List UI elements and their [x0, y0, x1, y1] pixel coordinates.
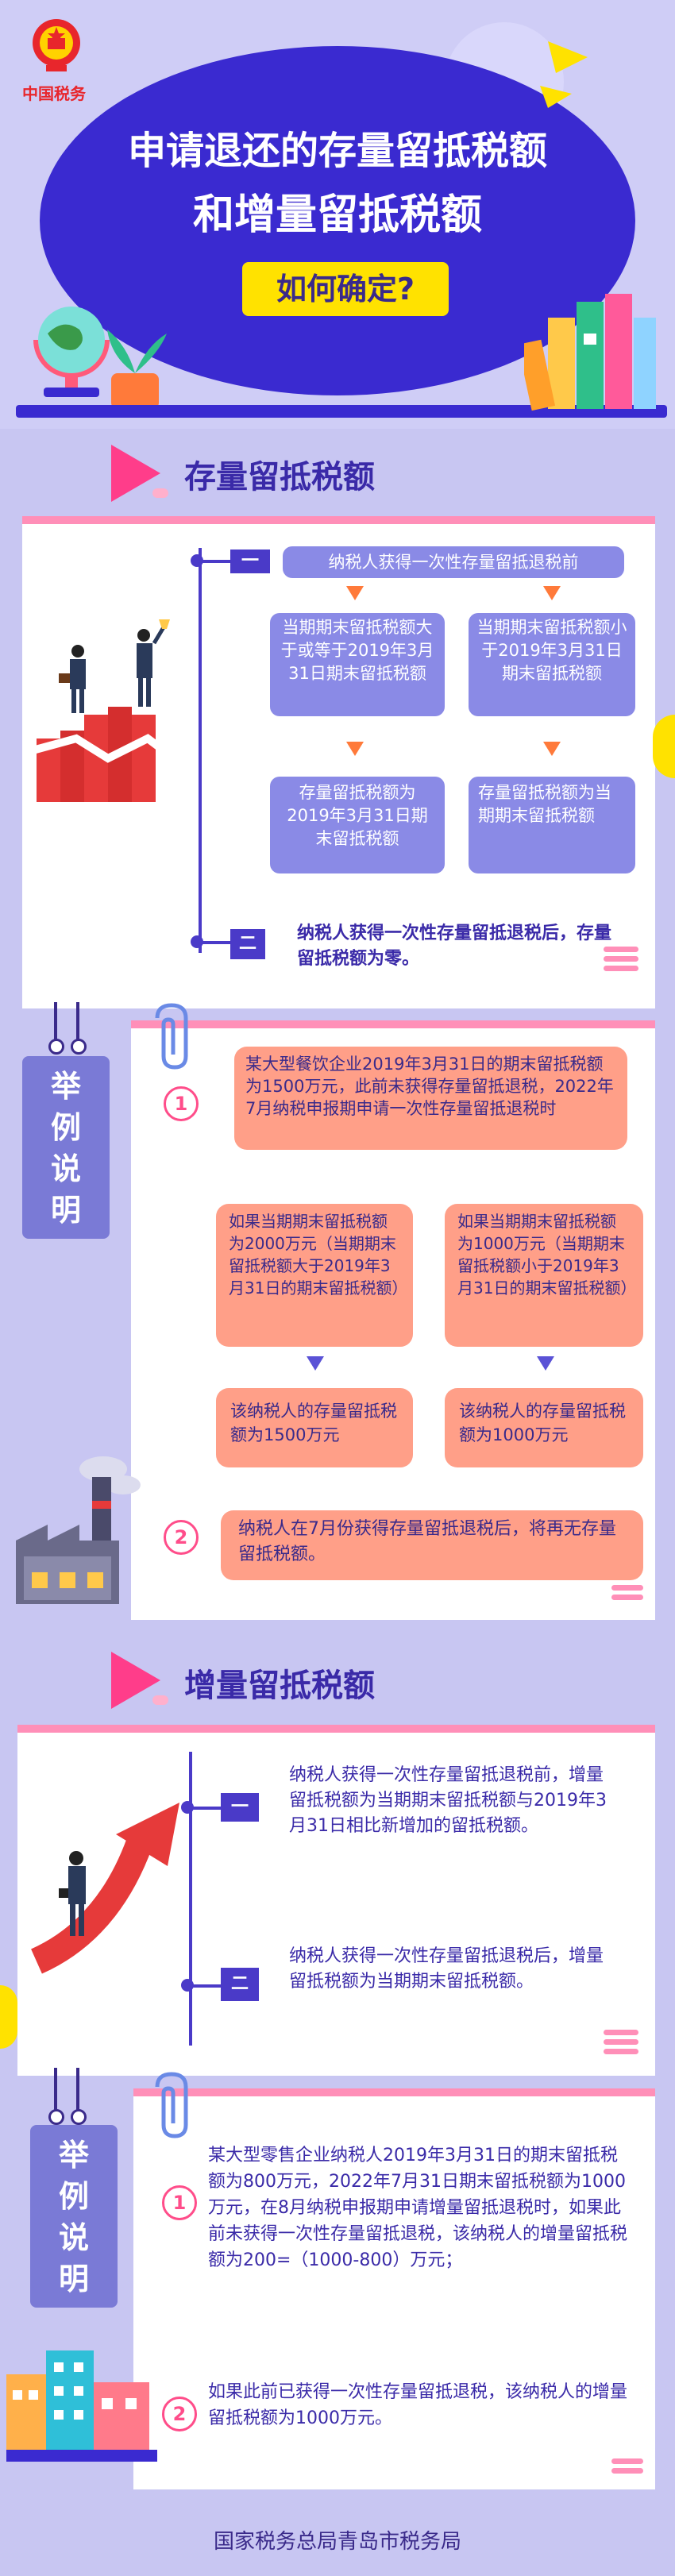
section-pink-dot — [152, 1695, 168, 1705]
arrow-down-icon — [537, 1356, 554, 1371]
arrow-down-icon — [346, 742, 364, 756]
timeline-connector — [189, 1984, 221, 1988]
ring-icon — [71, 2109, 87, 2125]
stock-if-right: 如果当期期末留抵税额为1000万元（当期期末留抵税额小于2019年3月31日的期… — [445, 1204, 643, 1347]
stock-step1-text: 纳税人获得一次性存量留抵退税前 — [283, 546, 624, 578]
globe-icon — [24, 294, 119, 416]
plant-pot-icon — [99, 326, 171, 416]
books-icon — [518, 286, 659, 416]
paperclip-icon — [149, 2071, 197, 2146]
menu-lines-icon — [611, 2458, 643, 2478]
section-title-incr: 增量留抵税额 — [184, 1668, 375, 1704]
businessmen-stairs-icon — [29, 619, 203, 821]
buildings-icon — [6, 2343, 157, 2465]
growth-arrow-icon — [29, 1803, 187, 1980]
stock-cond-right: 当期期末留抵税额小于2019年3月31日期末留抵税额 — [469, 613, 635, 716]
section-pink-dot — [152, 488, 168, 498]
stock-step2-num: 二 — [230, 929, 265, 959]
deco-triangle-icon — [540, 41, 588, 92]
timeline-dot — [181, 1801, 194, 1814]
section-title-stock: 存量留抵税额 — [184, 459, 375, 496]
timeline-dot — [191, 554, 203, 567]
stock-case-text: 某大型餐饮企业2019年3月31日的期末留抵税额为1500万元，此前未获得存量留… — [234, 1047, 627, 1150]
incr-timeline — [189, 1752, 192, 2046]
arrow-down-icon — [307, 1356, 324, 1371]
stock-after-text: 纳税人在7月份获得存量留抵退税后，将再无存量留抵税额。 — [221, 1510, 643, 1580]
timeline-connector — [199, 560, 230, 563]
timeline-dot — [181, 1979, 194, 1992]
section-head-stock — [111, 445, 160, 502]
incr-example-text2: 如果此前已获得一次性存量留抵退税，该纳税人的增量留抵税额为1000万元。 — [208, 2382, 628, 2428]
example-num-1: 1 — [164, 1086, 199, 1121]
example-num-2: 2 — [164, 1520, 199, 1555]
hero-title-line1: 申请退还的存量留抵税额 — [127, 129, 547, 173]
stock-res-left: 该纳税人的存量留抵税额为1500万元 — [216, 1388, 413, 1467]
logo-text: 中国税务 — [22, 84, 86, 103]
incr-step1-text: 纳税人获得一次性存量留抵退税前，增量留抵税额为当期期末留抵税额与2019年3月3… — [289, 1765, 607, 1836]
stock-if-left: 如果当期期末留抵税额为2000万元（当期期末留抵税额大于2019年3月31日的期… — [216, 1204, 413, 1347]
string-icon — [76, 2068, 79, 2115]
stock-cond-left: 当期期末留抵税额大于或等于2019年3月31日期末留抵税额 — [270, 613, 445, 716]
paperclip-icon — [149, 1002, 197, 1077]
deco-half-circle — [653, 715, 675, 778]
example-num-2: 2 — [162, 2397, 197, 2431]
stock-result-left: 存量留抵税额为2019年3月31日期末留抵税额 — [270, 777, 445, 873]
tax-emblem-icon — [29, 16, 84, 76]
section-head-incr — [111, 1652, 160, 1709]
example-label-text: 举例说明 — [58, 2138, 89, 2296]
stock-step1-num: 一 — [230, 550, 270, 573]
incr-example-text1: 某大型零售企业纳税人2019年3月31日的期末留抵税额为800万元，2022年7… — [208, 2146, 628, 2270]
deco-triangle-icon — [540, 86, 572, 113]
ring-icon — [48, 2109, 64, 2125]
incr-example-panel — [133, 2088, 655, 2489]
incr-step2-num: 二 — [221, 1968, 259, 2001]
ring-icon — [48, 1039, 64, 1055]
example-label-text: 举例说明 — [50, 1069, 81, 1228]
example-num-1: 1 — [162, 2185, 197, 2220]
stock-res-right: 该纳税人的存量留抵税额为1000万元 — [445, 1388, 643, 1467]
hero-oval — [40, 46, 635, 395]
stock-result-right: 存量留抵税额为当期期末留抵税额 — [469, 777, 635, 873]
desk-shelf — [16, 405, 667, 418]
stock-example-label: 举例说明 — [22, 1056, 110, 1239]
incr-step2-text: 纳税人获得一次性存量留抵退税后，增量留抵税额为当期期末留抵税额。 — [289, 1946, 604, 1992]
section-triangle-icon — [111, 445, 160, 502]
footer-text: 国家税务总局青岛市税务局 — [213, 2530, 461, 2554]
menu-lines-icon — [611, 1585, 643, 1604]
timeline-connector — [189, 1807, 221, 1810]
factory-icon — [16, 1453, 151, 1615]
timeline-connector — [199, 941, 230, 944]
string-icon — [54, 2068, 57, 2115]
incr-step1-num: 一 — [221, 1793, 259, 1822]
ring-icon — [71, 1039, 87, 1055]
menu-lines-icon — [604, 947, 638, 975]
timeline-dot — [191, 935, 203, 948]
arrow-down-icon — [543, 586, 561, 600]
menu-lines-icon — [604, 2030, 638, 2058]
stock-step2-text: 纳税人获得一次性存量留抵退税后，存量留抵税额为零。 — [297, 924, 612, 969]
arrow-down-icon — [543, 742, 561, 756]
hero-tag: 如何确定? — [242, 262, 449, 316]
arrow-down-icon — [346, 586, 364, 600]
incr-example-label: 举例说明 — [30, 2125, 118, 2308]
stock-timeline — [199, 548, 202, 953]
deco-half-circle — [0, 1985, 17, 2049]
hero-title-line2: 和增量留抵税额 — [192, 191, 482, 239]
string-icon — [54, 1002, 57, 1045]
string-icon — [76, 1002, 79, 1045]
section-triangle-icon — [111, 1652, 160, 1709]
